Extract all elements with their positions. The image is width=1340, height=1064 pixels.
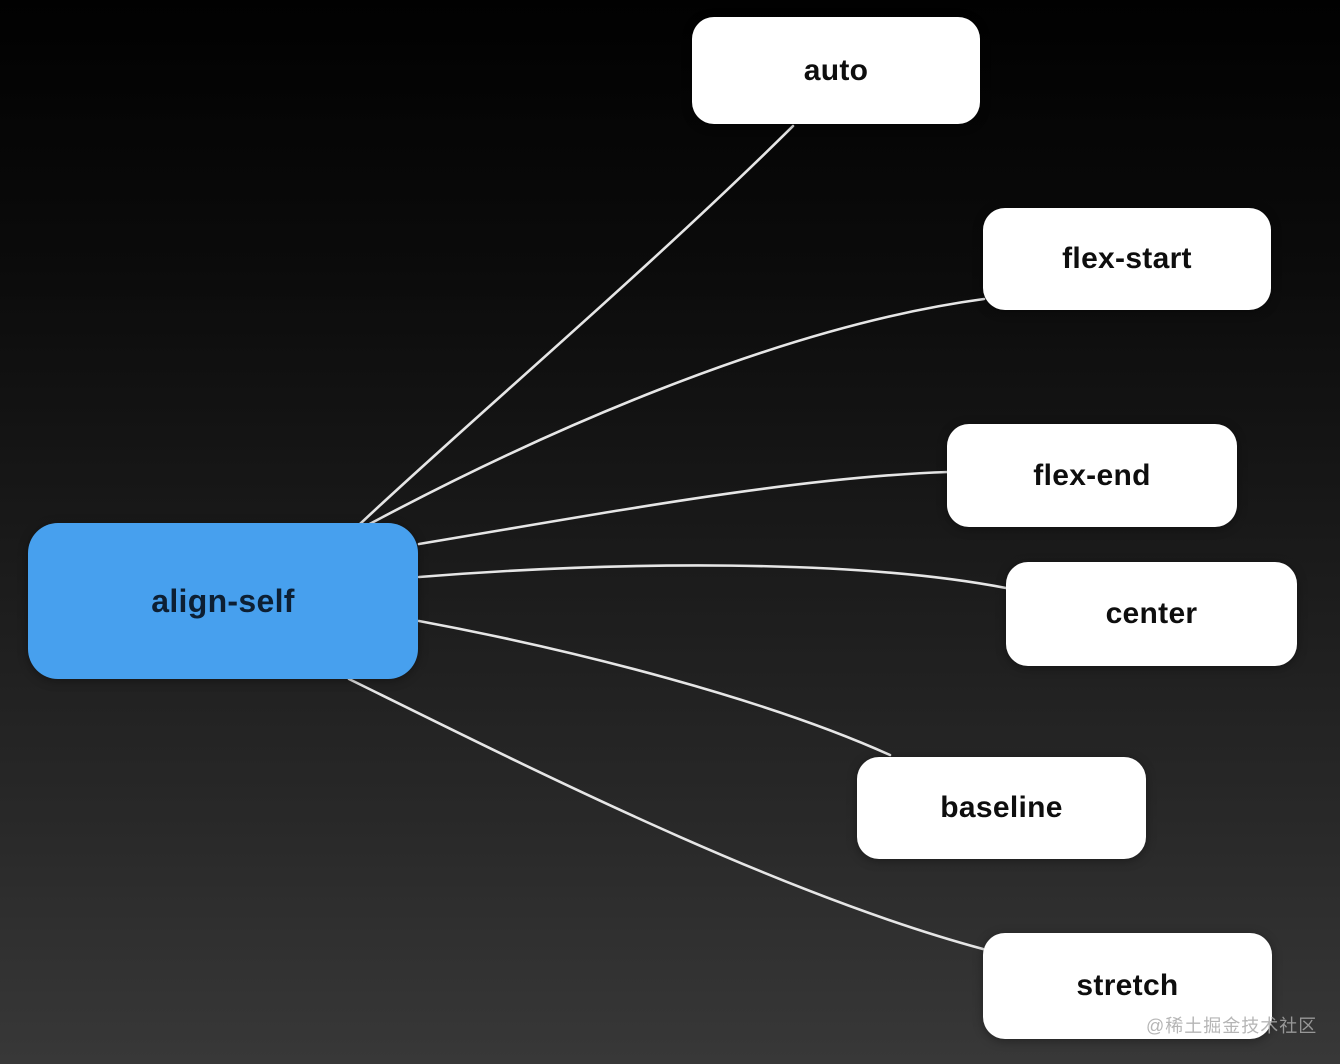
node-auto[interactable]: auto <box>692 17 980 124</box>
edge-align-self-to-baseline <box>417 619 892 757</box>
node-center-label: center <box>1105 597 1198 630</box>
node-baseline[interactable]: baseline <box>857 757 1146 859</box>
edge-align-self-to-center <box>417 564 1008 590</box>
node-flex-start[interactable]: flex-start <box>983 208 1271 310</box>
node-baseline-label: baseline <box>940 791 1063 824</box>
node-stretch[interactable]: stretch <box>983 933 1272 1039</box>
node-center[interactable]: center <box>1006 562 1297 666</box>
node-auto-label: auto <box>803 53 869 87</box>
edge-align-self-to-stretch <box>347 677 985 951</box>
node-align-self-label: align-self <box>151 582 295 619</box>
node-align-self[interactable]: align-self <box>28 523 418 679</box>
edge-align-self-to-flex-end <box>417 470 950 546</box>
edge-align-self-to-auto <box>358 124 795 526</box>
node-flex-start-label: flex-start <box>1062 242 1192 275</box>
node-stretch-label: stretch <box>1076 969 1179 1002</box>
node-flex-end-label: flex-end <box>1033 458 1151 492</box>
watermark: @稀土掘金技术社区 <box>1146 1016 1318 1036</box>
node-flex-end[interactable]: flex-end <box>947 424 1237 527</box>
edge-align-self-to-flex-start <box>362 297 986 529</box>
